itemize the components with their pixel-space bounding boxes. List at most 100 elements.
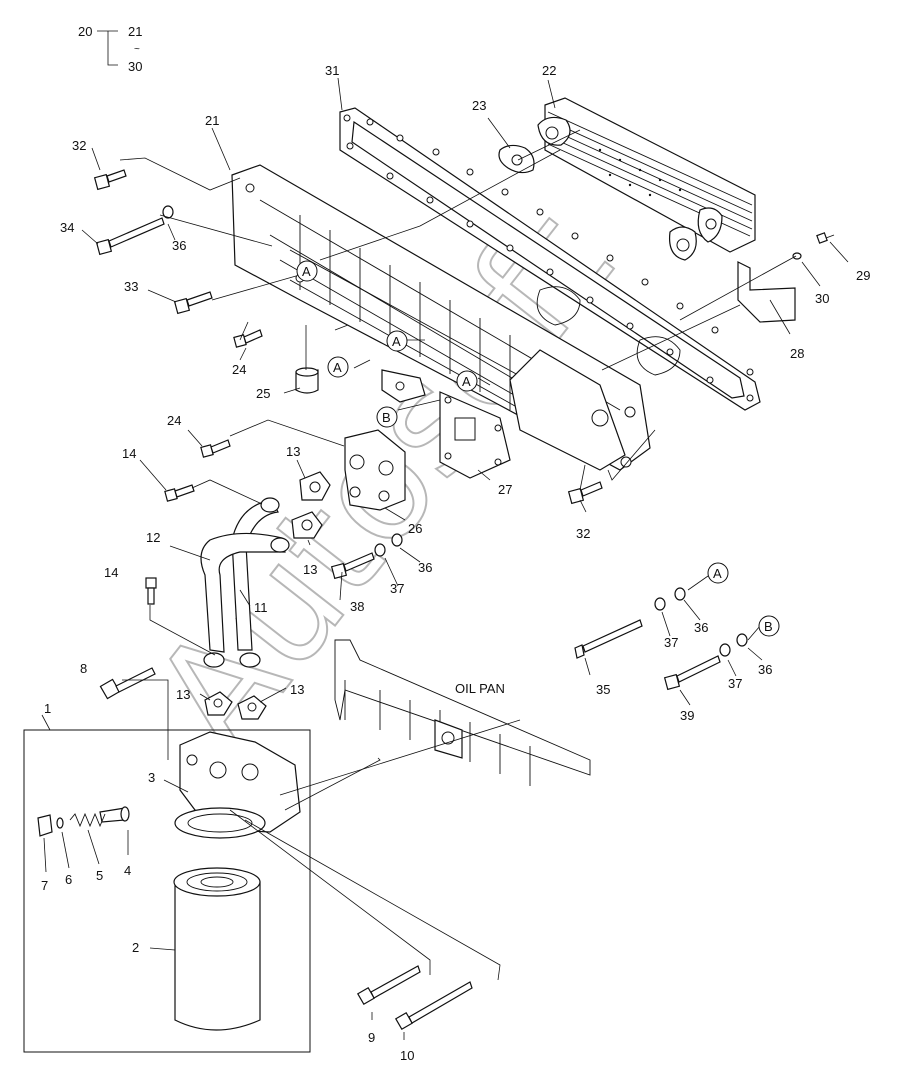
filter-head-gasket-left bbox=[204, 691, 233, 716]
callout-37c: 37 bbox=[728, 676, 742, 691]
callout-11: 11 bbox=[254, 600, 268, 615]
range-main-label: 20 bbox=[78, 24, 92, 39]
ref-mark-a-1-text: A bbox=[302, 264, 311, 279]
callout-8: 8 bbox=[80, 661, 87, 676]
relief-valve bbox=[99, 806, 130, 823]
oil-filter-head bbox=[174, 731, 301, 839]
oil-cooler-cover bbox=[231, 164, 651, 471]
callout-24a: 24 bbox=[167, 413, 181, 428]
callout-23: 23 bbox=[472, 98, 486, 113]
callout-13c: 13 bbox=[176, 687, 190, 702]
callout-27: 27 bbox=[498, 482, 512, 497]
callout-37a: 37 bbox=[390, 581, 404, 596]
relief-spring bbox=[69, 812, 106, 828]
callout-7: 7 bbox=[41, 878, 48, 893]
cover-rib-grid bbox=[289, 215, 561, 425]
callout-37b: 37 bbox=[664, 635, 678, 650]
ref-mark-a-2-text: A bbox=[392, 334, 401, 349]
oil-adapter-block bbox=[344, 429, 406, 511]
callout-36a: 36 bbox=[172, 238, 186, 253]
bolt-24-lower bbox=[233, 329, 263, 348]
callout-33: 33 bbox=[124, 279, 138, 294]
pipe-end-fittings bbox=[203, 497, 290, 668]
callout-34: 34 bbox=[60, 220, 74, 235]
callout-36c: 36 bbox=[694, 620, 708, 635]
callout-5: 5 bbox=[96, 868, 103, 883]
ref-mark-b-1: B bbox=[376, 406, 398, 428]
bolt-32-upper bbox=[93, 169, 127, 191]
callout-32b: 32 bbox=[576, 526, 590, 541]
range-reference: 20 21 ~ 30 bbox=[78, 24, 142, 74]
callout-24b: 24 bbox=[232, 362, 246, 377]
ref-mark-b-1-text: B bbox=[382, 410, 391, 425]
oil-pan-label: OIL PAN bbox=[455, 681, 505, 696]
callout-3: 3 bbox=[148, 770, 155, 785]
bolt-35 bbox=[574, 619, 643, 659]
leader-lines bbox=[41, 77, 849, 1040]
oil-pipe-12 bbox=[200, 532, 286, 653]
ref-mark-a-2: A bbox=[386, 330, 408, 352]
adapter-gasket-upper bbox=[299, 471, 331, 501]
bolt-32-lower bbox=[567, 481, 603, 505]
callout-21: 21 bbox=[205, 113, 219, 128]
callout-22: 22 bbox=[542, 63, 556, 78]
oil-cooler-element bbox=[537, 97, 756, 261]
callout-4: 4 bbox=[124, 863, 131, 878]
callout-29: 29 bbox=[856, 268, 870, 283]
callout-30: 30 bbox=[815, 291, 829, 306]
oil-pan-outline bbox=[334, 639, 591, 786]
cooler-outlet-flange bbox=[439, 391, 511, 479]
cooler-cover-gasket bbox=[339, 107, 761, 411]
washers-35-set bbox=[654, 587, 686, 611]
callout-1: 1 bbox=[44, 701, 51, 716]
bracket-washer bbox=[792, 252, 802, 260]
callout-12: 12 bbox=[146, 530, 160, 545]
callout-9: 9 bbox=[368, 1030, 375, 1045]
ref-mark-a-3-text: A bbox=[333, 360, 342, 375]
callout-35: 35 bbox=[596, 682, 610, 697]
range-to-label: 30 bbox=[128, 59, 142, 74]
relief-o-ring bbox=[56, 817, 64, 829]
ref-mark-a-3: A bbox=[327, 356, 349, 378]
cooler-bracket bbox=[737, 261, 796, 323]
bracket-bolt bbox=[816, 232, 835, 244]
callout-14a: 14 bbox=[122, 446, 136, 461]
cooler-port-gasket bbox=[498, 144, 535, 174]
bolt-14-lower bbox=[145, 577, 157, 605]
callout-13b: 13 bbox=[303, 562, 317, 577]
callout-25: 25 bbox=[256, 386, 270, 401]
range-from-label: 21 bbox=[128, 24, 142, 39]
callout-6: 6 bbox=[65, 872, 72, 887]
ref-mark-b-2: B bbox=[758, 615, 780, 637]
bolt-24-upper bbox=[200, 439, 231, 458]
washer-36-upper bbox=[162, 205, 174, 219]
reference-marks: A A A A A B B bbox=[296, 260, 780, 637]
callout-10: 10 bbox=[400, 1048, 414, 1063]
ref-mark-a-5: A bbox=[707, 562, 729, 584]
bolt-10 bbox=[394, 981, 473, 1031]
range-tilde: ~ bbox=[134, 44, 140, 55]
bolt-38 bbox=[330, 552, 375, 580]
callout-36d: 36 bbox=[758, 662, 772, 677]
callout-39: 39 bbox=[680, 708, 694, 723]
relief-plug bbox=[37, 814, 53, 837]
filter-head-gasket-right bbox=[237, 695, 267, 720]
callout-13a: 13 bbox=[286, 444, 300, 459]
ref-mark-a-1: A bbox=[296, 260, 318, 282]
ref-mark-a-4-text: A bbox=[462, 374, 471, 389]
oil-filter bbox=[173, 867, 261, 1031]
ref-mark-a-4: A bbox=[456, 370, 478, 392]
callout-36b: 36 bbox=[418, 560, 432, 575]
bolt-39 bbox=[663, 655, 721, 691]
bolt-9 bbox=[356, 965, 421, 1006]
callout-13d: 13 bbox=[290, 682, 304, 697]
cooler-fin-dots bbox=[598, 148, 682, 197]
filter-kit-frame bbox=[23, 729, 311, 1053]
callout-32a: 32 bbox=[72, 138, 86, 153]
callout-38: 38 bbox=[350, 599, 364, 614]
callout-labels: 1 2 3 4 5 6 7 8 9 10 11 12 13 13 13 13 1… bbox=[41, 63, 870, 1063]
callout-26: 26 bbox=[408, 521, 422, 536]
washers-39-set bbox=[719, 633, 748, 657]
callout-14b: 14 bbox=[104, 565, 118, 580]
callout-2: 2 bbox=[132, 940, 139, 955]
